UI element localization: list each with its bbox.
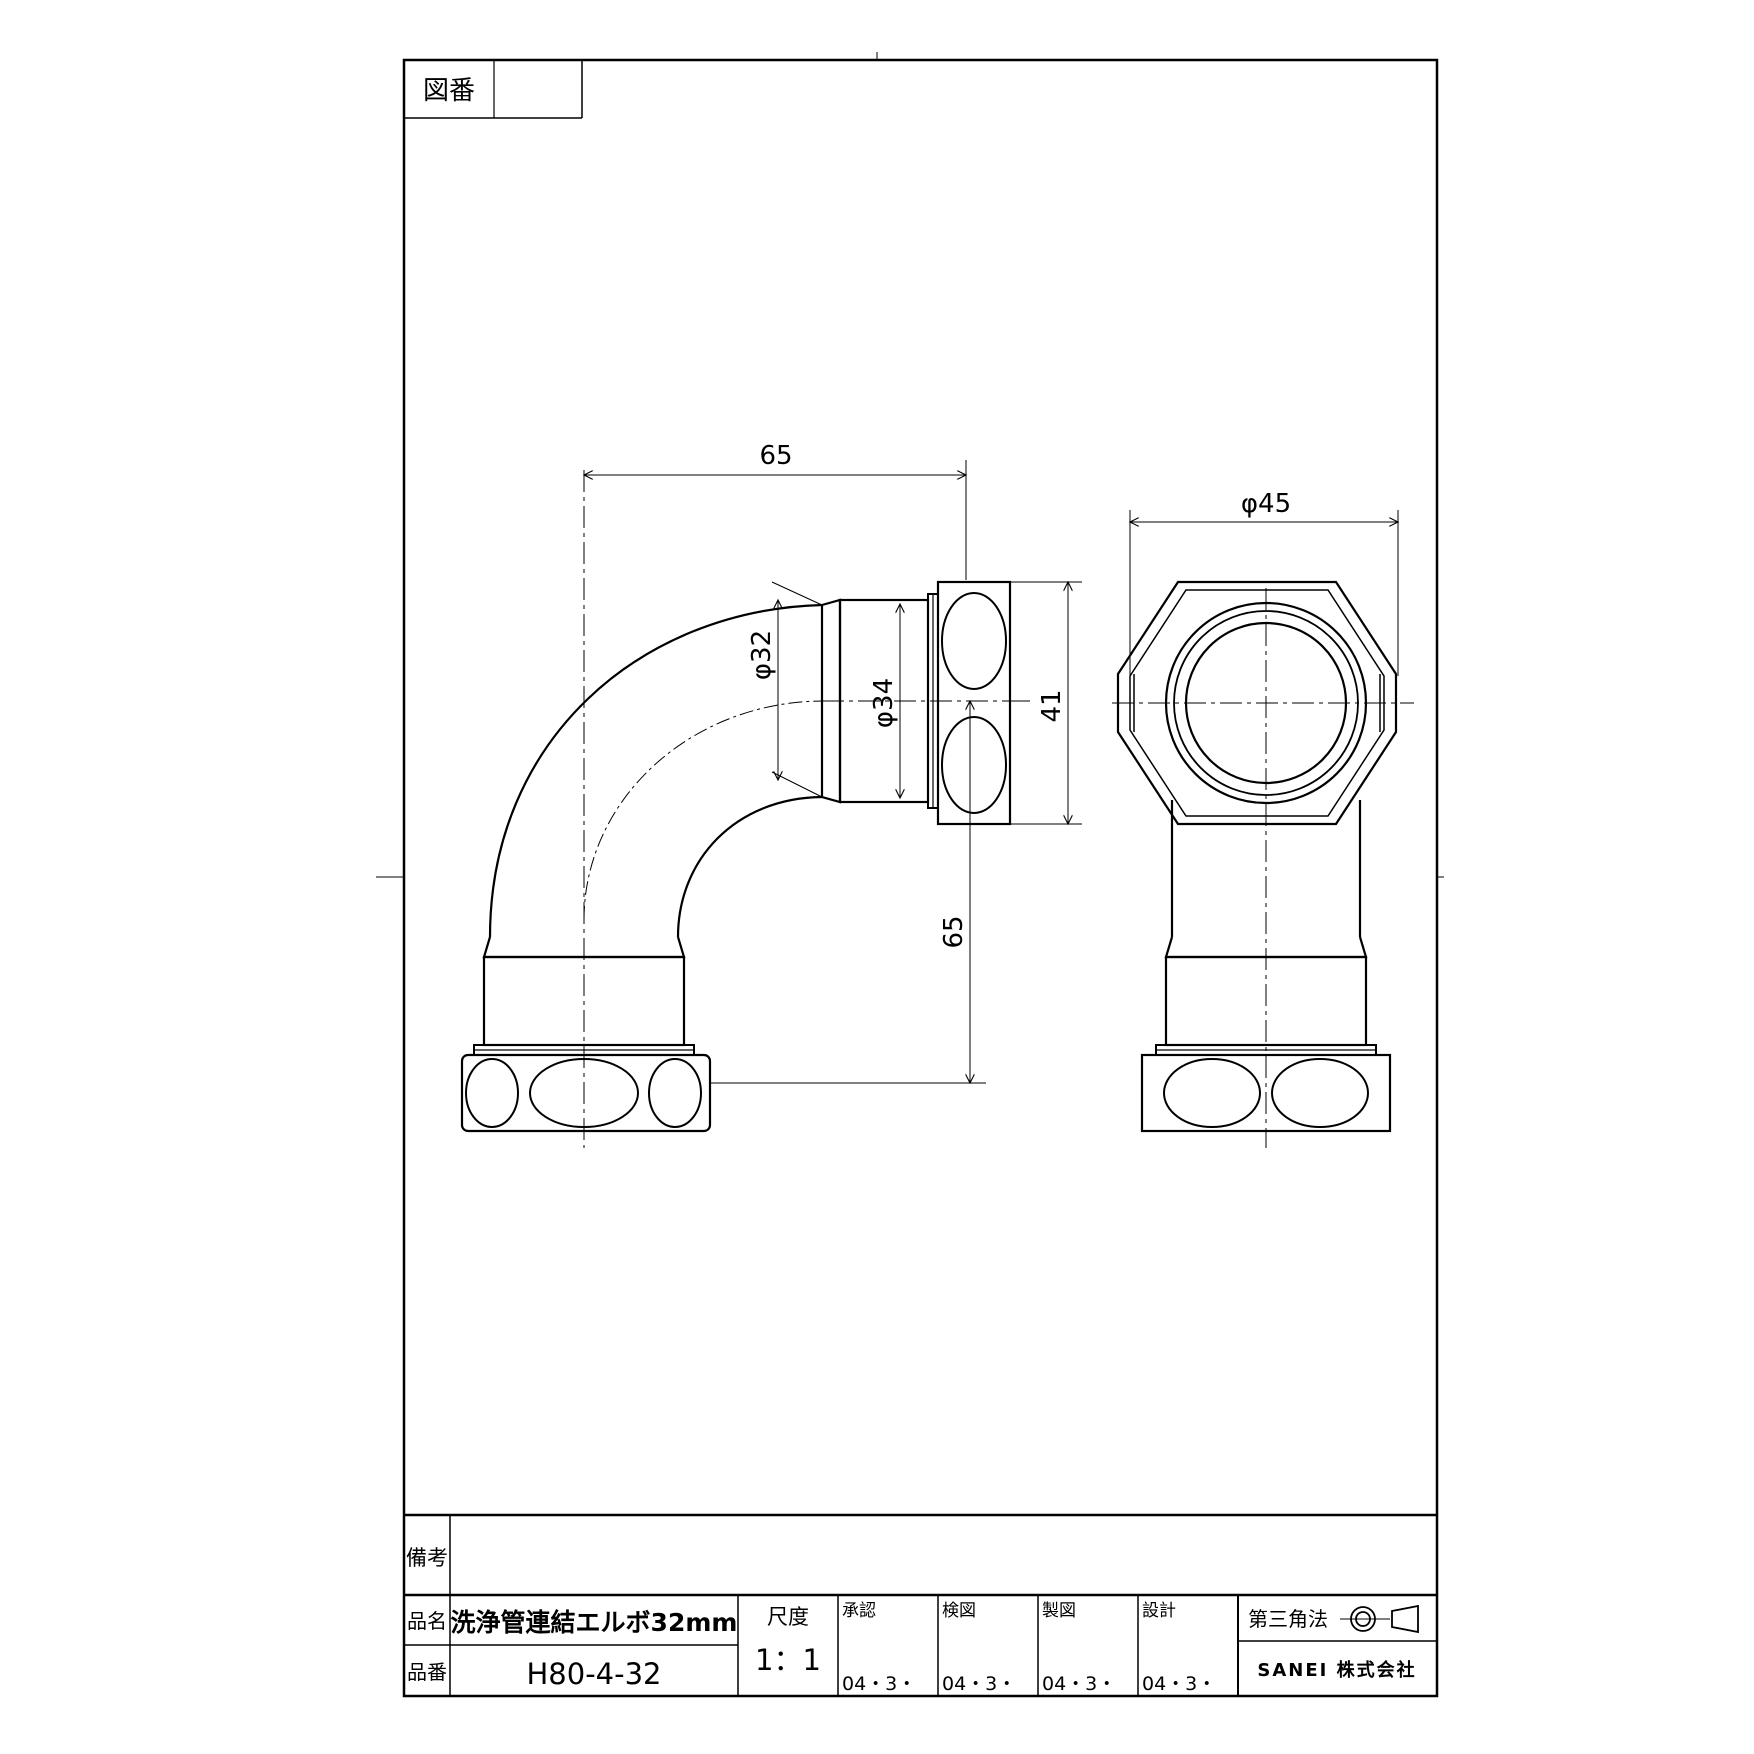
- projection-label: 第三角法: [1248, 1607, 1328, 1631]
- nut-facet: [1163, 1058, 1261, 1128]
- nut-facet: [941, 592, 1007, 690]
- part-number-value: H80-4-32: [527, 1657, 662, 1691]
- dimension-nut-diameter-label: φ45: [1241, 489, 1291, 519]
- drawing-number-label: 図番: [423, 76, 475, 106]
- dimension-side-height: 65: [710, 701, 1030, 1083]
- nut-facet: [465, 1058, 519, 1128]
- nut-facet: [648, 1058, 702, 1128]
- part-name-value: 洗浄管連結エルボ32mm: [451, 1608, 738, 1637]
- elbow-outer-curve: [488, 603, 823, 938]
- elbow-bottom-nut: [460, 1053, 712, 1133]
- dimension-pipe-diameter-label: φ32: [747, 630, 777, 680]
- approval-date: 04・3・: [1142, 1673, 1216, 1695]
- dimension-nut-width: 41: [1010, 582, 1082, 824]
- elbow-centerline: [583, 700, 823, 921]
- elbow-right-nut: [936, 580, 1012, 826]
- elbow-side-view: 65 65 φ32 φ34 41: [460, 441, 1082, 1148]
- approval-label: 検図: [942, 1601, 976, 1621]
- nut-facet: [1271, 1058, 1369, 1128]
- drawing-border: [402, 58, 1439, 1698]
- front-hex-nut: [1116, 580, 1398, 826]
- approval-label: 設計: [1142, 1601, 1176, 1621]
- approval-date: 04・3・: [1042, 1673, 1116, 1695]
- scale-label: 尺度: [767, 1605, 809, 1629]
- dimension-side-width: 65: [584, 441, 966, 580]
- dimension-side-width-label: 65: [759, 441, 792, 471]
- approval-date: 04・3・: [942, 1673, 1016, 1695]
- dimension-end-diameter-label: φ34: [869, 678, 899, 728]
- part-number-label: 品番: [407, 1660, 447, 1684]
- scale-value: 1：1: [755, 1643, 821, 1677]
- approval-label: 承認: [842, 1601, 876, 1621]
- centering-marks: [376, 52, 1444, 878]
- elbow-front-view: φ45: [1112, 489, 1414, 1148]
- dimension-pipe-diameter: φ32: [747, 581, 823, 798]
- dimension-nut-width-label: 41: [1037, 689, 1067, 722]
- part-name-label: 品名: [407, 1609, 447, 1633]
- nut-facet: [941, 716, 1007, 814]
- dimension-end-diameter: φ34: [869, 604, 900, 798]
- drawing-number-box: 図番: [404, 60, 583, 119]
- approval-label: 製図: [1042, 1601, 1076, 1621]
- dimension-nut-diameter: φ45: [1130, 489, 1398, 676]
- approval-date: 04・3・: [842, 1673, 916, 1695]
- third-angle-projection-icon: [1340, 1604, 1419, 1634]
- remarks-label: 備考: [406, 1546, 448, 1570]
- title-block: 備考 品名 洗浄管連結エルボ32mm 品番 H80-4-32 尺度 1：1 承認…: [404, 1513, 1437, 1696]
- elbow-inner-curve: [676, 795, 823, 938]
- dimension-side-height-label: 65: [939, 915, 969, 948]
- company-name: SANEI 株式会社: [1257, 1659, 1416, 1681]
